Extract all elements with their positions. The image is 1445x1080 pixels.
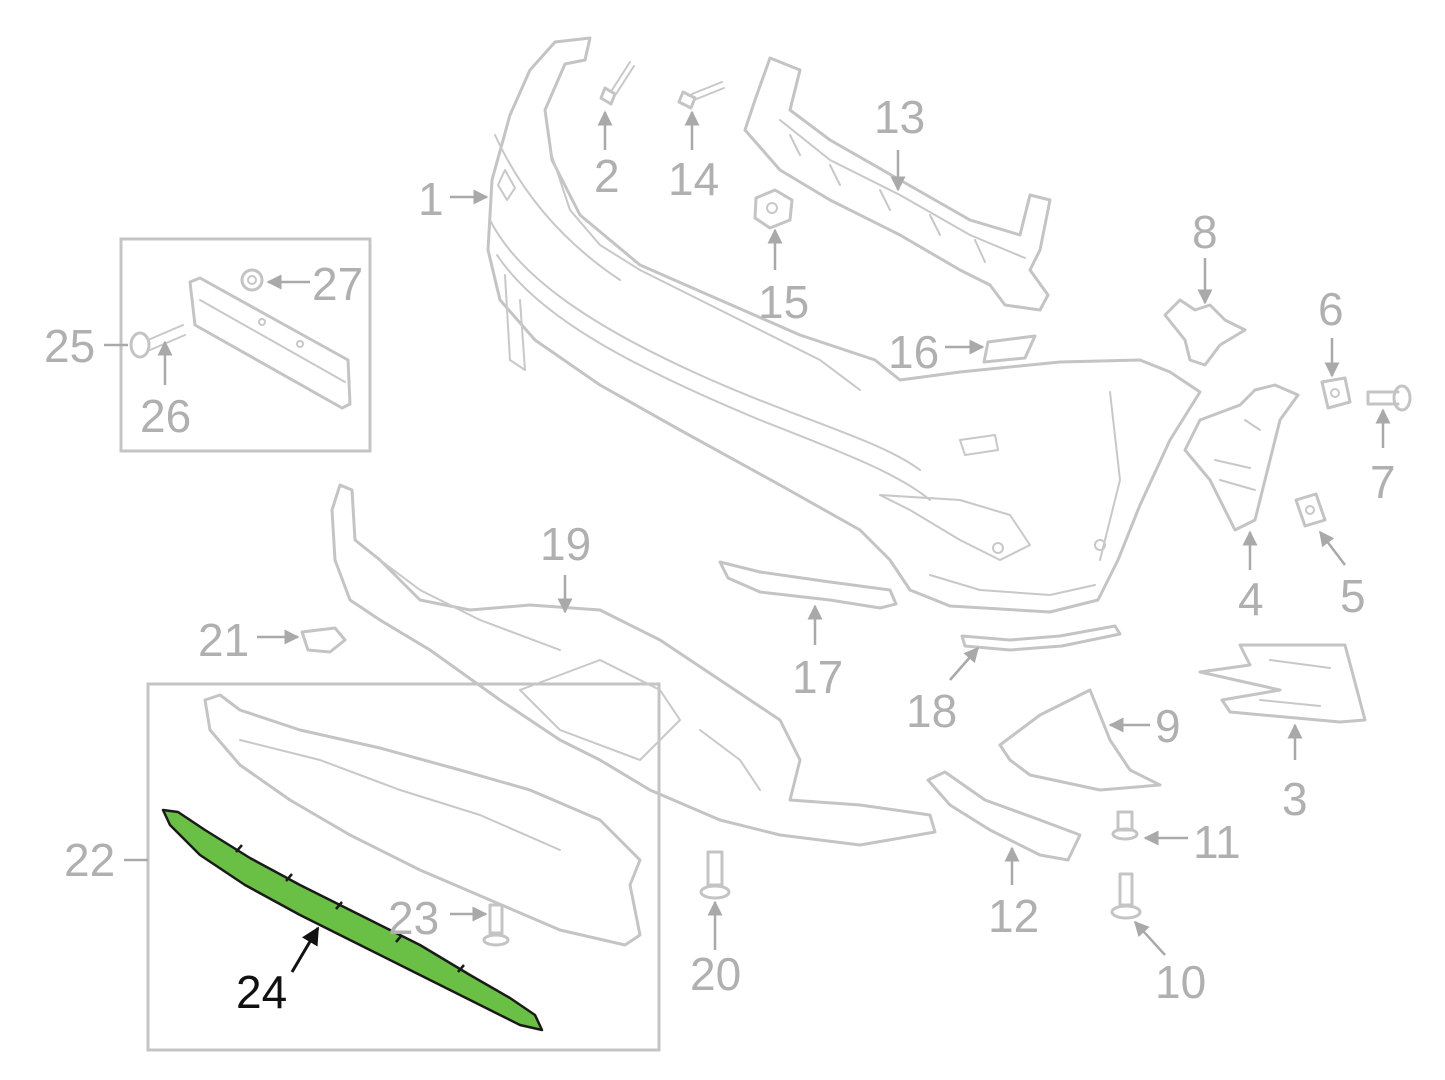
clip-part-15 xyxy=(753,188,794,230)
callout-27: 27 xyxy=(312,258,363,310)
clip-part-5 xyxy=(1294,492,1327,528)
pin-part-7 xyxy=(1366,384,1412,412)
callout-7: 7 xyxy=(1370,456,1396,508)
callout-labels: 1 2 14 13 15 16 8 6 7 4 5 3 9 11 10 12 1… xyxy=(44,91,1396,1018)
callout-22: 22 xyxy=(64,834,115,886)
pin-part-11 xyxy=(1111,810,1139,841)
callout-15: 15 xyxy=(758,276,809,328)
callout-1: 1 xyxy=(418,173,444,225)
callout-2: 2 xyxy=(594,150,620,202)
bracket-part-4 xyxy=(1183,383,1300,532)
pin-part-10 xyxy=(1110,872,1142,920)
callout-5: 5 xyxy=(1340,570,1366,622)
pin-part-20 xyxy=(699,850,731,900)
nut-part-27 xyxy=(240,268,264,292)
clip-part-21 xyxy=(300,626,347,654)
callout-6: 6 xyxy=(1318,283,1344,335)
lower-cover-part-22 xyxy=(203,693,642,947)
trim-part-12 xyxy=(926,770,1082,862)
trim-strip-shape xyxy=(161,808,544,1032)
callout-8: 8 xyxy=(1192,206,1218,258)
license-plate-bracket-part-25 xyxy=(188,276,352,410)
callout-3: 3 xyxy=(1282,773,1308,825)
leader-lines xyxy=(104,110,1391,973)
callout-25: 25 xyxy=(44,320,95,372)
callout-17: 17 xyxy=(792,651,843,703)
callout-11: 11 xyxy=(1193,816,1241,868)
callout-4: 4 xyxy=(1238,573,1264,625)
trim-part-17 xyxy=(718,560,898,610)
bracket-part-8 xyxy=(1163,298,1247,367)
callout-18: 18 xyxy=(906,685,957,737)
trim-part-18 xyxy=(960,624,1122,652)
absorber-bracket-part xyxy=(743,56,1052,312)
callout-12: 12 xyxy=(988,890,1039,942)
callout-9: 9 xyxy=(1155,700,1181,752)
callout-20: 20 xyxy=(690,948,741,1000)
clip-part-6 xyxy=(1320,376,1352,410)
cap-part-16 xyxy=(982,334,1037,364)
bolt-part-26 xyxy=(129,324,186,359)
bolt-part-14 xyxy=(677,81,725,110)
callout-19: 19 xyxy=(540,518,591,570)
callout-13: 13 xyxy=(874,91,925,143)
trim-strip-part-24-highlighted xyxy=(161,808,544,1032)
callout-21: 21 xyxy=(198,614,249,666)
callout-23: 23 xyxy=(388,892,439,944)
pin-part-23 xyxy=(482,903,510,947)
lower-cover-inset-box xyxy=(146,682,661,1052)
callout-24-highlighted: 24 xyxy=(236,966,287,1018)
callout-16: 16 xyxy=(888,326,939,378)
deflector-part-3 xyxy=(1198,643,1367,724)
undertray-part-19 xyxy=(330,483,937,847)
callout-26: 26 xyxy=(140,390,191,442)
callout-10: 10 xyxy=(1155,956,1206,1008)
bumper-cover-part xyxy=(486,36,1202,614)
callout-14: 14 xyxy=(668,153,719,205)
bolt-part-2 xyxy=(599,61,635,106)
cover-part-9 xyxy=(998,688,1162,792)
